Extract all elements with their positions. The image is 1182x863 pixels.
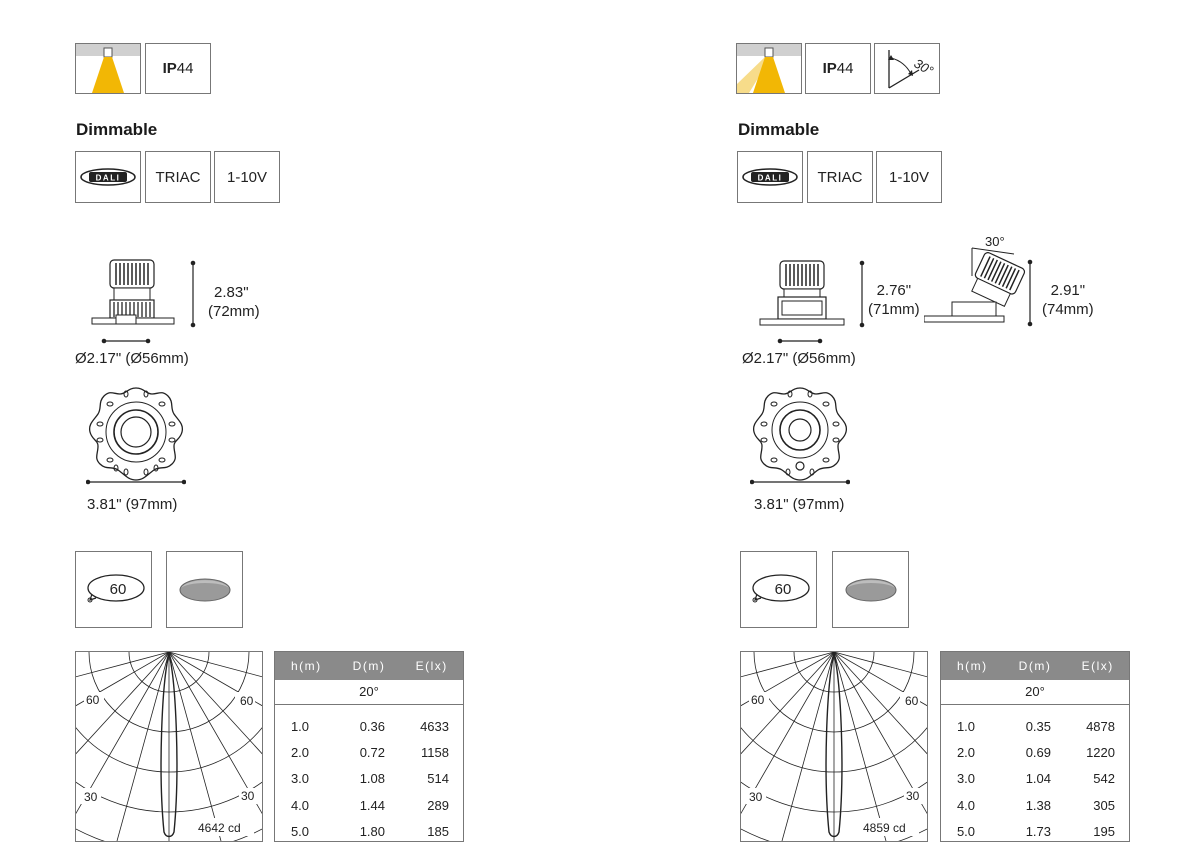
polar-peak-intensity: 4859 cd [863, 821, 906, 835]
col-header-illuminance: E(lx) [415, 659, 448, 673]
height-dimension: 2.76" (71mm) [868, 281, 920, 319]
beam-angle: 20° [275, 680, 463, 705]
rotation-icon: 60 [740, 551, 817, 628]
polar-peak-intensity: 4642 cd [198, 821, 241, 835]
polar-label-30-right: 30 [906, 789, 920, 803]
analog-dimming-badge: 1-10V [876, 151, 942, 203]
lens-diffuser-icon [832, 551, 909, 628]
height-dimension: 2.83" (72mm) [208, 283, 260, 321]
polar-label-30-right: 30 [241, 789, 255, 803]
lens-diffuser-icon [166, 551, 243, 628]
rotation-value: 60 [109, 581, 126, 598]
height-mm: (72mm) [208, 303, 260, 320]
table-header: h(m) D(m) E(lx) [275, 652, 463, 680]
col-header-diameter: D(m) [352, 659, 386, 673]
beam-angle: 20° [941, 680, 1129, 705]
rotation-icon: 60 [75, 551, 152, 628]
fixture-side-drawing [91, 259, 196, 344]
polar-label-30-left: 30 [749, 790, 763, 804]
polar-label-60-left: 60 [86, 693, 100, 707]
tilt-height-inch: 2.91" [1050, 282, 1086, 299]
col-header-height: h(m) [291, 659, 322, 673]
polar-light-distribution: 60 60 30 30 4859 cd [740, 651, 928, 842]
polar-light-distribution: 60 60 30 30 4642 cd [75, 651, 263, 842]
fixture-front-drawing [750, 387, 850, 485]
fixture-front-drawing [86, 387, 186, 485]
tilt-height-dimension: 2.91" (74mm) [1042, 281, 1094, 319]
rotation-value: 60 [774, 581, 791, 598]
table-header: h(m) D(m) E(lx) [941, 652, 1129, 680]
fixture-side-drawing [759, 260, 865, 344]
col-header-illuminance: E(lx) [1081, 659, 1114, 673]
fixture-tilted-drawing [924, 247, 1033, 327]
tilt-angle-icon: 30° [874, 43, 940, 94]
height-inch: 2.83" [214, 284, 249, 301]
polar-label-60-right: 60 [905, 694, 919, 708]
beam-fixed-icon [75, 43, 141, 94]
col-header-height: h(m) [957, 659, 988, 673]
cutout-dimension: Ø2.17" (Ø56mm) [75, 350, 189, 367]
polar-label-60-left: 60 [751, 693, 765, 707]
height-mm: (71mm) [868, 301, 920, 318]
tilt-angle-label: 30° [985, 234, 1005, 249]
dali-logo-text: DALI [758, 174, 783, 183]
dimmable-heading: Dimmable [76, 120, 158, 139]
trim-dimension: 3.81" (97mm) [87, 496, 178, 513]
polar-label-30-left: 30 [84, 790, 98, 804]
dali-logo: DALI [737, 151, 803, 203]
tilt-height-mm: (74mm) [1042, 301, 1094, 318]
dali-logo: DALI [75, 151, 141, 203]
dali-logo-text: DALI [96, 174, 121, 183]
dimmable-heading: Dimmable [738, 120, 820, 139]
height-inch: 2.76" [876, 282, 912, 299]
col-header-diameter: D(m) [1018, 659, 1052, 673]
trim-dimension: 3.81" (97mm) [754, 496, 845, 513]
analog-dimming-badge: 1-10V [214, 151, 280, 203]
triac-badge: TRIAC [145, 151, 211, 203]
triac-badge: TRIAC [807, 151, 873, 203]
polar-label-60-right: 60 [240, 694, 254, 708]
beam-adjustable-icon [736, 43, 802, 94]
tilt-icon-value: 30° [912, 56, 937, 79]
cutout-dimension: Ø2.17" (Ø56mm) [742, 350, 856, 367]
